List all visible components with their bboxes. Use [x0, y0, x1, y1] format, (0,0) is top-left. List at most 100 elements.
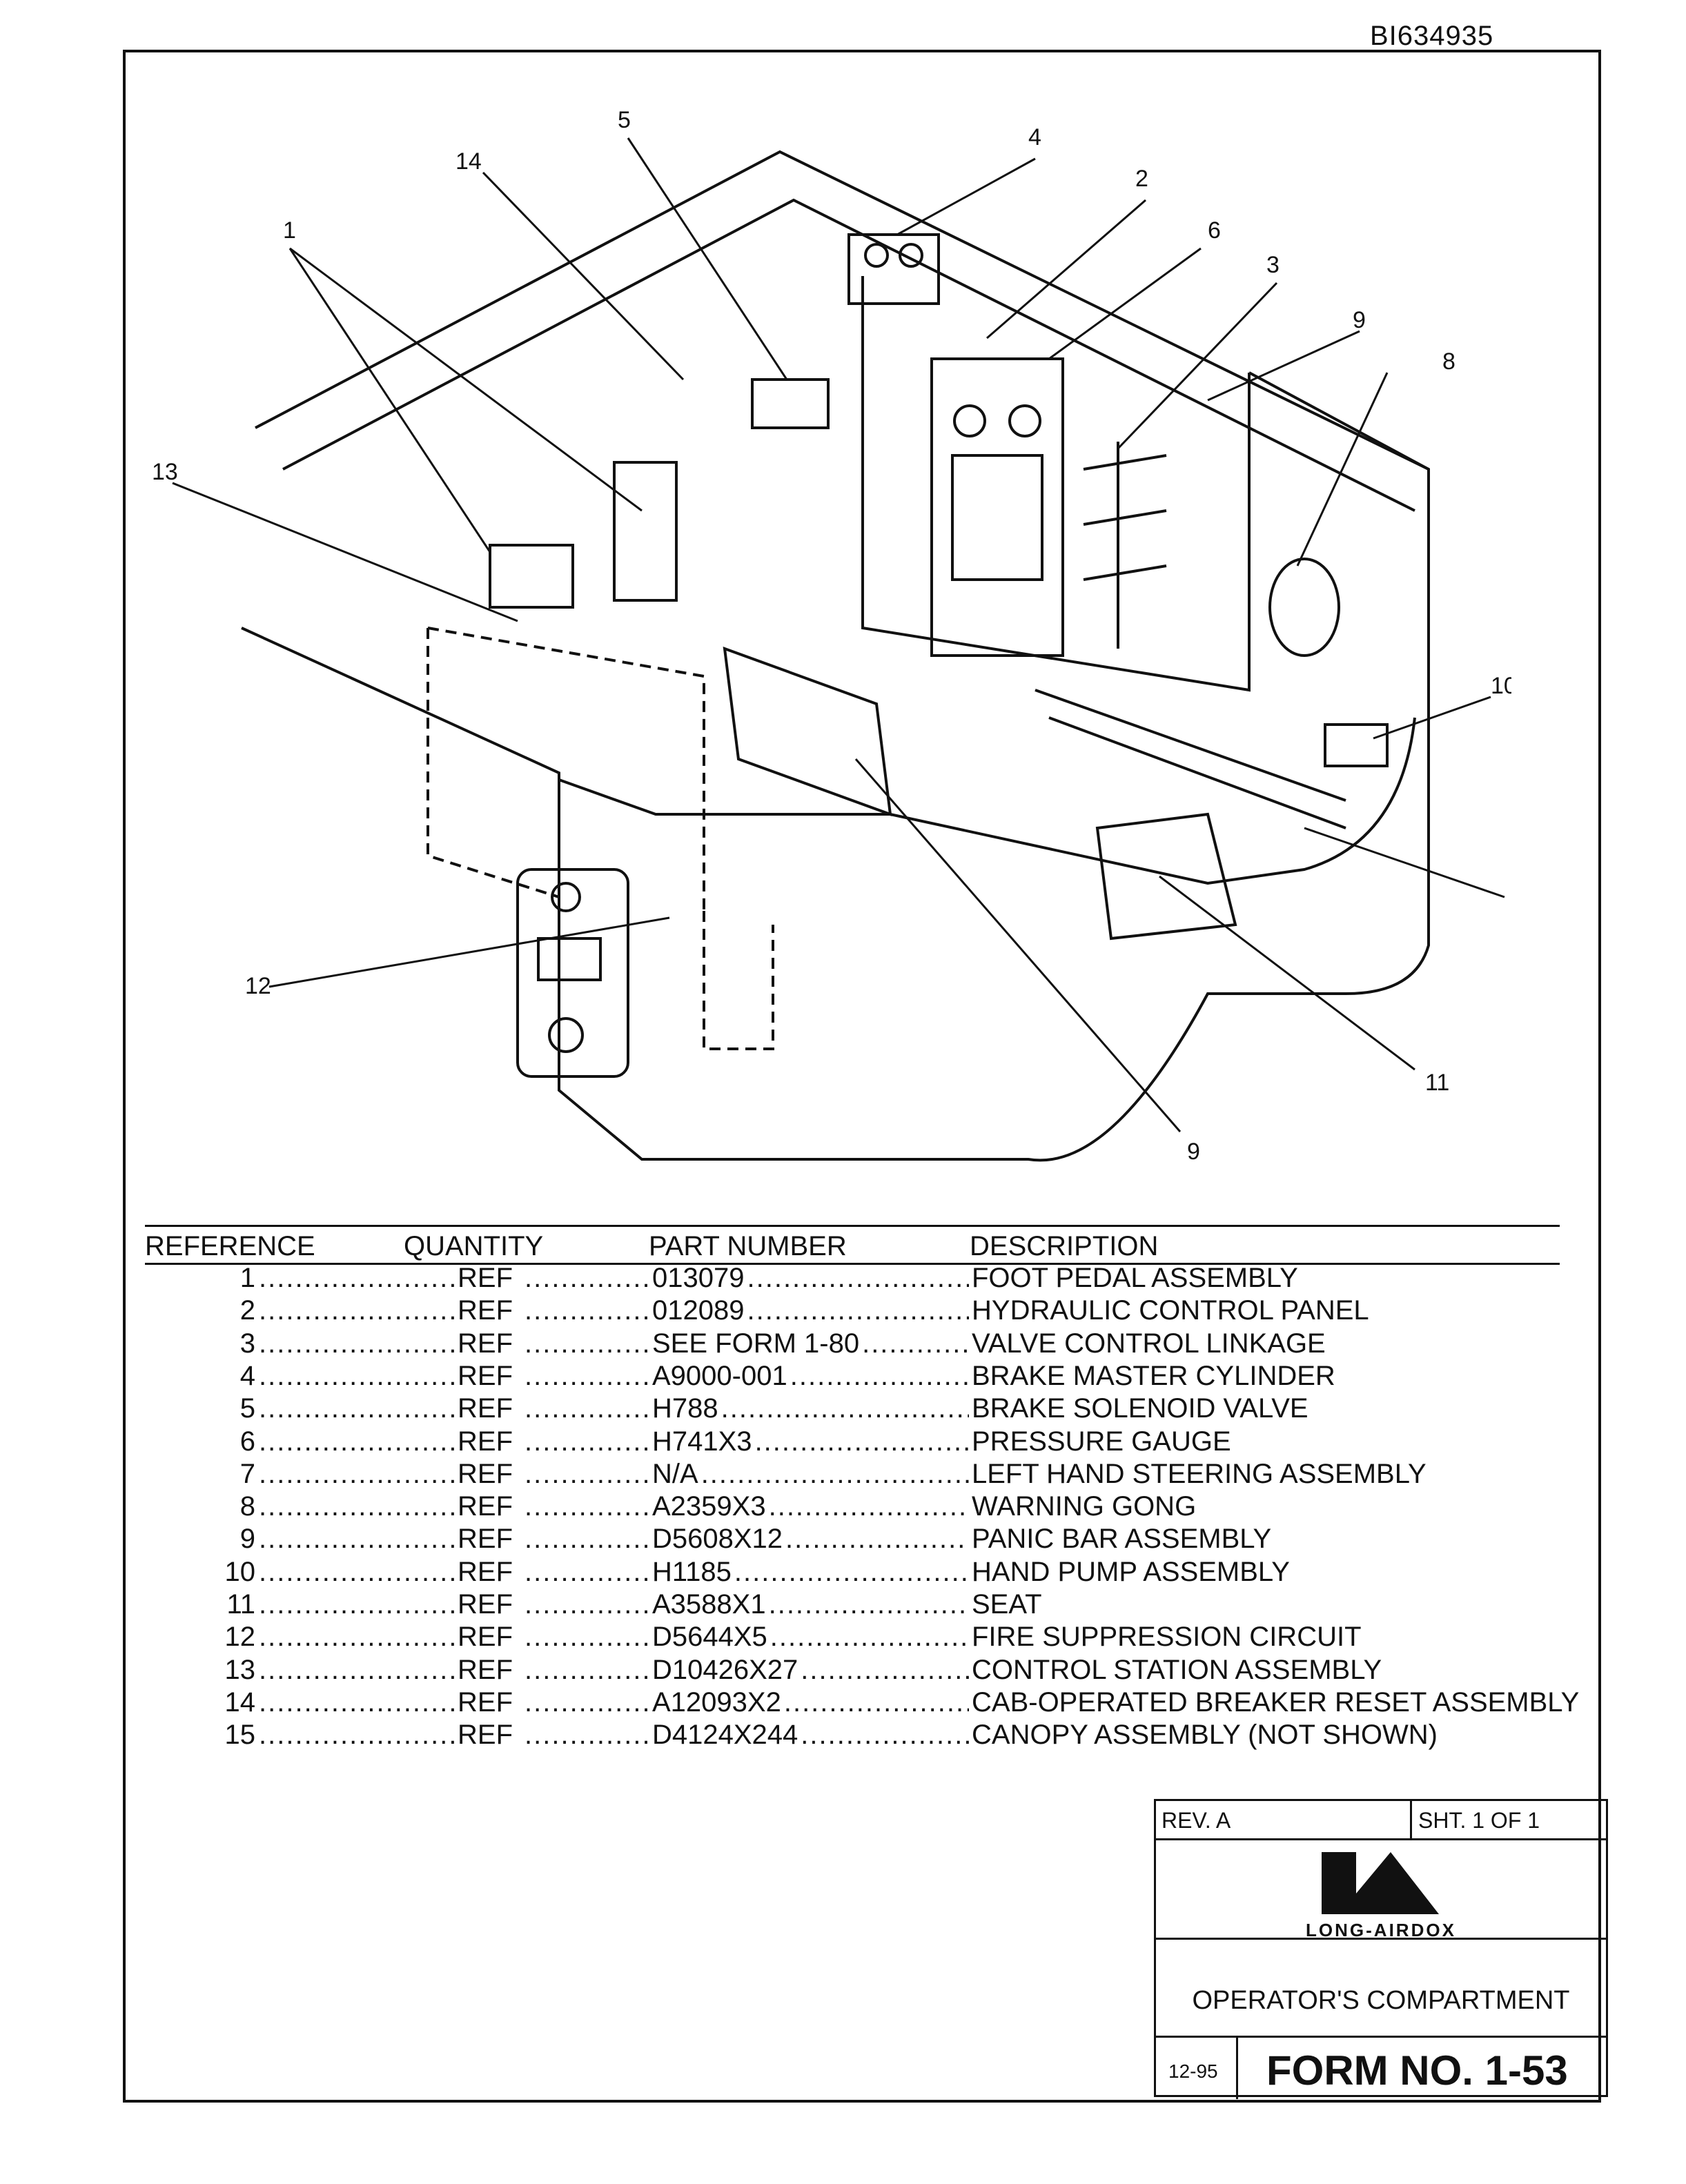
row-description: CANOPY ASSEMBLY (NOT SHOWN)	[972, 1720, 1438, 1751]
table-row: 2.......................................…	[145, 1295, 1594, 1328]
control-station-knob-top	[551, 882, 581, 912]
row-quantity: REF	[458, 1360, 513, 1391]
callout-3: 3	[1266, 252, 1280, 278]
row-quantity: REF	[458, 1328, 513, 1359]
seat	[1095, 812, 1237, 941]
header-quantity: QUANTITY	[404, 1231, 544, 1261]
row-quantity: REF	[458, 1556, 513, 1587]
row-quantity: REF	[458, 1263, 513, 1293]
drawing-title: OPERATOR'S COMPARTMENT	[1192, 1986, 1570, 2015]
row-reference: 1	[239, 1263, 255, 1293]
hydraulic-control-panel	[930, 357, 1064, 657]
row-reference: 14	[224, 1686, 256, 1718]
row-part-number: SEE FORM 1-80	[652, 1328, 860, 1359]
table-row: 11......................................…	[145, 1589, 1594, 1622]
callout-8: 8	[1442, 348, 1455, 375]
row-reference: 7	[239, 1458, 255, 1489]
row-part-number: A2359X3	[652, 1491, 766, 1522]
row-part-number: D10426X27	[652, 1654, 798, 1685]
row-part-number: H788	[652, 1393, 718, 1424]
callout-1: 1	[283, 217, 296, 244]
drawing-frame	[123, 50, 1601, 2103]
row-description: LEFT HAND STEERING ASSEMBLY	[972, 1458, 1427, 1489]
foot-pedal-right	[613, 461, 678, 602]
callout-9-bottom: 9	[1187, 1139, 1200, 1165]
deck-outline	[241, 150, 1430, 1162]
row-reference: 4	[239, 1360, 255, 1391]
row-description: PRESSURE GAUGE	[972, 1426, 1231, 1457]
header-reference: REFERENCE	[145, 1231, 315, 1261]
row-reference: 13	[224, 1654, 256, 1685]
row-part-number: D5608X12	[652, 1524, 783, 1555]
pressure-gauge-left	[953, 404, 986, 437]
row-quantity: REF	[458, 1524, 513, 1555]
table-row: 5.......................................…	[145, 1393, 1594, 1426]
warning-gong	[1268, 558, 1340, 657]
row-description: CONTROL STATION ASSEMBLY	[972, 1654, 1382, 1685]
row-quantity: REF	[458, 1622, 513, 1653]
callout-12: 12	[245, 973, 271, 999]
row-part-number: A12093X2	[652, 1686, 781, 1718]
table-row: 13......................................…	[145, 1655, 1594, 1687]
table-row: 4.......................................…	[145, 1361, 1594, 1393]
form-number: FORM NO. 1-53	[1266, 2047, 1568, 2094]
callout-4: 4	[1028, 124, 1041, 150]
row-reference: 11	[226, 1589, 255, 1620]
row-reference: 6	[239, 1426, 255, 1457]
row-description: VALVE CONTROL LINKAGE	[972, 1328, 1326, 1359]
row-reference: 5	[239, 1393, 255, 1424]
control-station-knob-bottom	[548, 1017, 584, 1053]
table-row: 6.......................................…	[145, 1426, 1594, 1459]
row-description: HYDRAULIC CONTROL PANEL	[972, 1295, 1369, 1326]
fire-suppression-circuit	[427, 627, 774, 1050]
panic-bar-rail	[558, 717, 1416, 885]
control-station-window	[537, 937, 602, 981]
row-quantity: REF	[458, 1589, 513, 1620]
table-row: 14......................................…	[145, 1687, 1594, 1720]
callout-13: 13	[152, 459, 178, 485]
row-reference: 8	[239, 1491, 255, 1522]
callout-9-top: 9	[1353, 307, 1366, 333]
document-id: BI634935	[1370, 21, 1494, 51]
table-row: 15......................................…	[145, 1720, 1594, 1752]
table-row: 10......................................…	[145, 1557, 1594, 1589]
row-quantity: REF	[458, 1458, 513, 1489]
sheet-number: SHT. 1 OF 1	[1418, 1808, 1540, 1833]
cylinder-cap-1	[864, 243, 889, 268]
table-row: 1.......................................…	[145, 1263, 1594, 1295]
rear-wall	[861, 276, 1251, 692]
pressure-gauge-right	[1008, 404, 1041, 437]
side-wall	[1248, 371, 1429, 471]
panel-window	[951, 454, 1043, 581]
foot-pedal-left	[489, 544, 574, 609]
row-description: HAND PUMP ASSEMBLY	[972, 1556, 1290, 1587]
row-description: CAB-OPERATED BREAKER RESET ASSEMBLY	[972, 1686, 1580, 1718]
hand-pump	[1324, 723, 1389, 767]
cylinder-cap-2	[899, 243, 923, 268]
row-reference: 12	[224, 1622, 256, 1653]
row-part-number: H741X3	[652, 1426, 752, 1457]
table-row: 8.......................................…	[145, 1491, 1594, 1524]
operator-compartment-drawing: 1 2 3 4 5 6 7 8 9 9 10 11 12 13 14	[152, 107, 1511, 1165]
company-name: LONG-AIRDOX	[1306, 1920, 1456, 1940]
row-part-number: N/A	[652, 1458, 698, 1489]
row-part-number: D5644X5	[652, 1622, 767, 1653]
callout-6: 6	[1208, 217, 1221, 244]
table-row: 7.......................................…	[145, 1459, 1594, 1491]
row-description: FOOT PEDAL ASSEMBLY	[972, 1263, 1298, 1293]
row-description: SEAT	[972, 1589, 1042, 1620]
row-reference: 15	[224, 1720, 256, 1751]
row-reference: 10	[224, 1556, 256, 1587]
callout-10: 10	[1491, 673, 1511, 699]
row-quantity: REF	[458, 1654, 513, 1685]
header-description: DESCRIPTION	[970, 1231, 1159, 1261]
row-reference: 3	[239, 1328, 255, 1359]
left-hand-steering	[1035, 689, 1346, 829]
callout-5: 5	[618, 107, 631, 133]
form-date: 12-95	[1168, 2060, 1218, 2082]
parts-table-header: REFERENCE QUANTITY PART NUMBER DESCRIPTI…	[145, 1225, 1560, 1265]
row-part-number: H1185	[652, 1556, 732, 1587]
callout-11: 11	[1425, 1070, 1449, 1096]
callout-14: 14	[455, 148, 482, 175]
row-reference: 9	[239, 1524, 255, 1555]
